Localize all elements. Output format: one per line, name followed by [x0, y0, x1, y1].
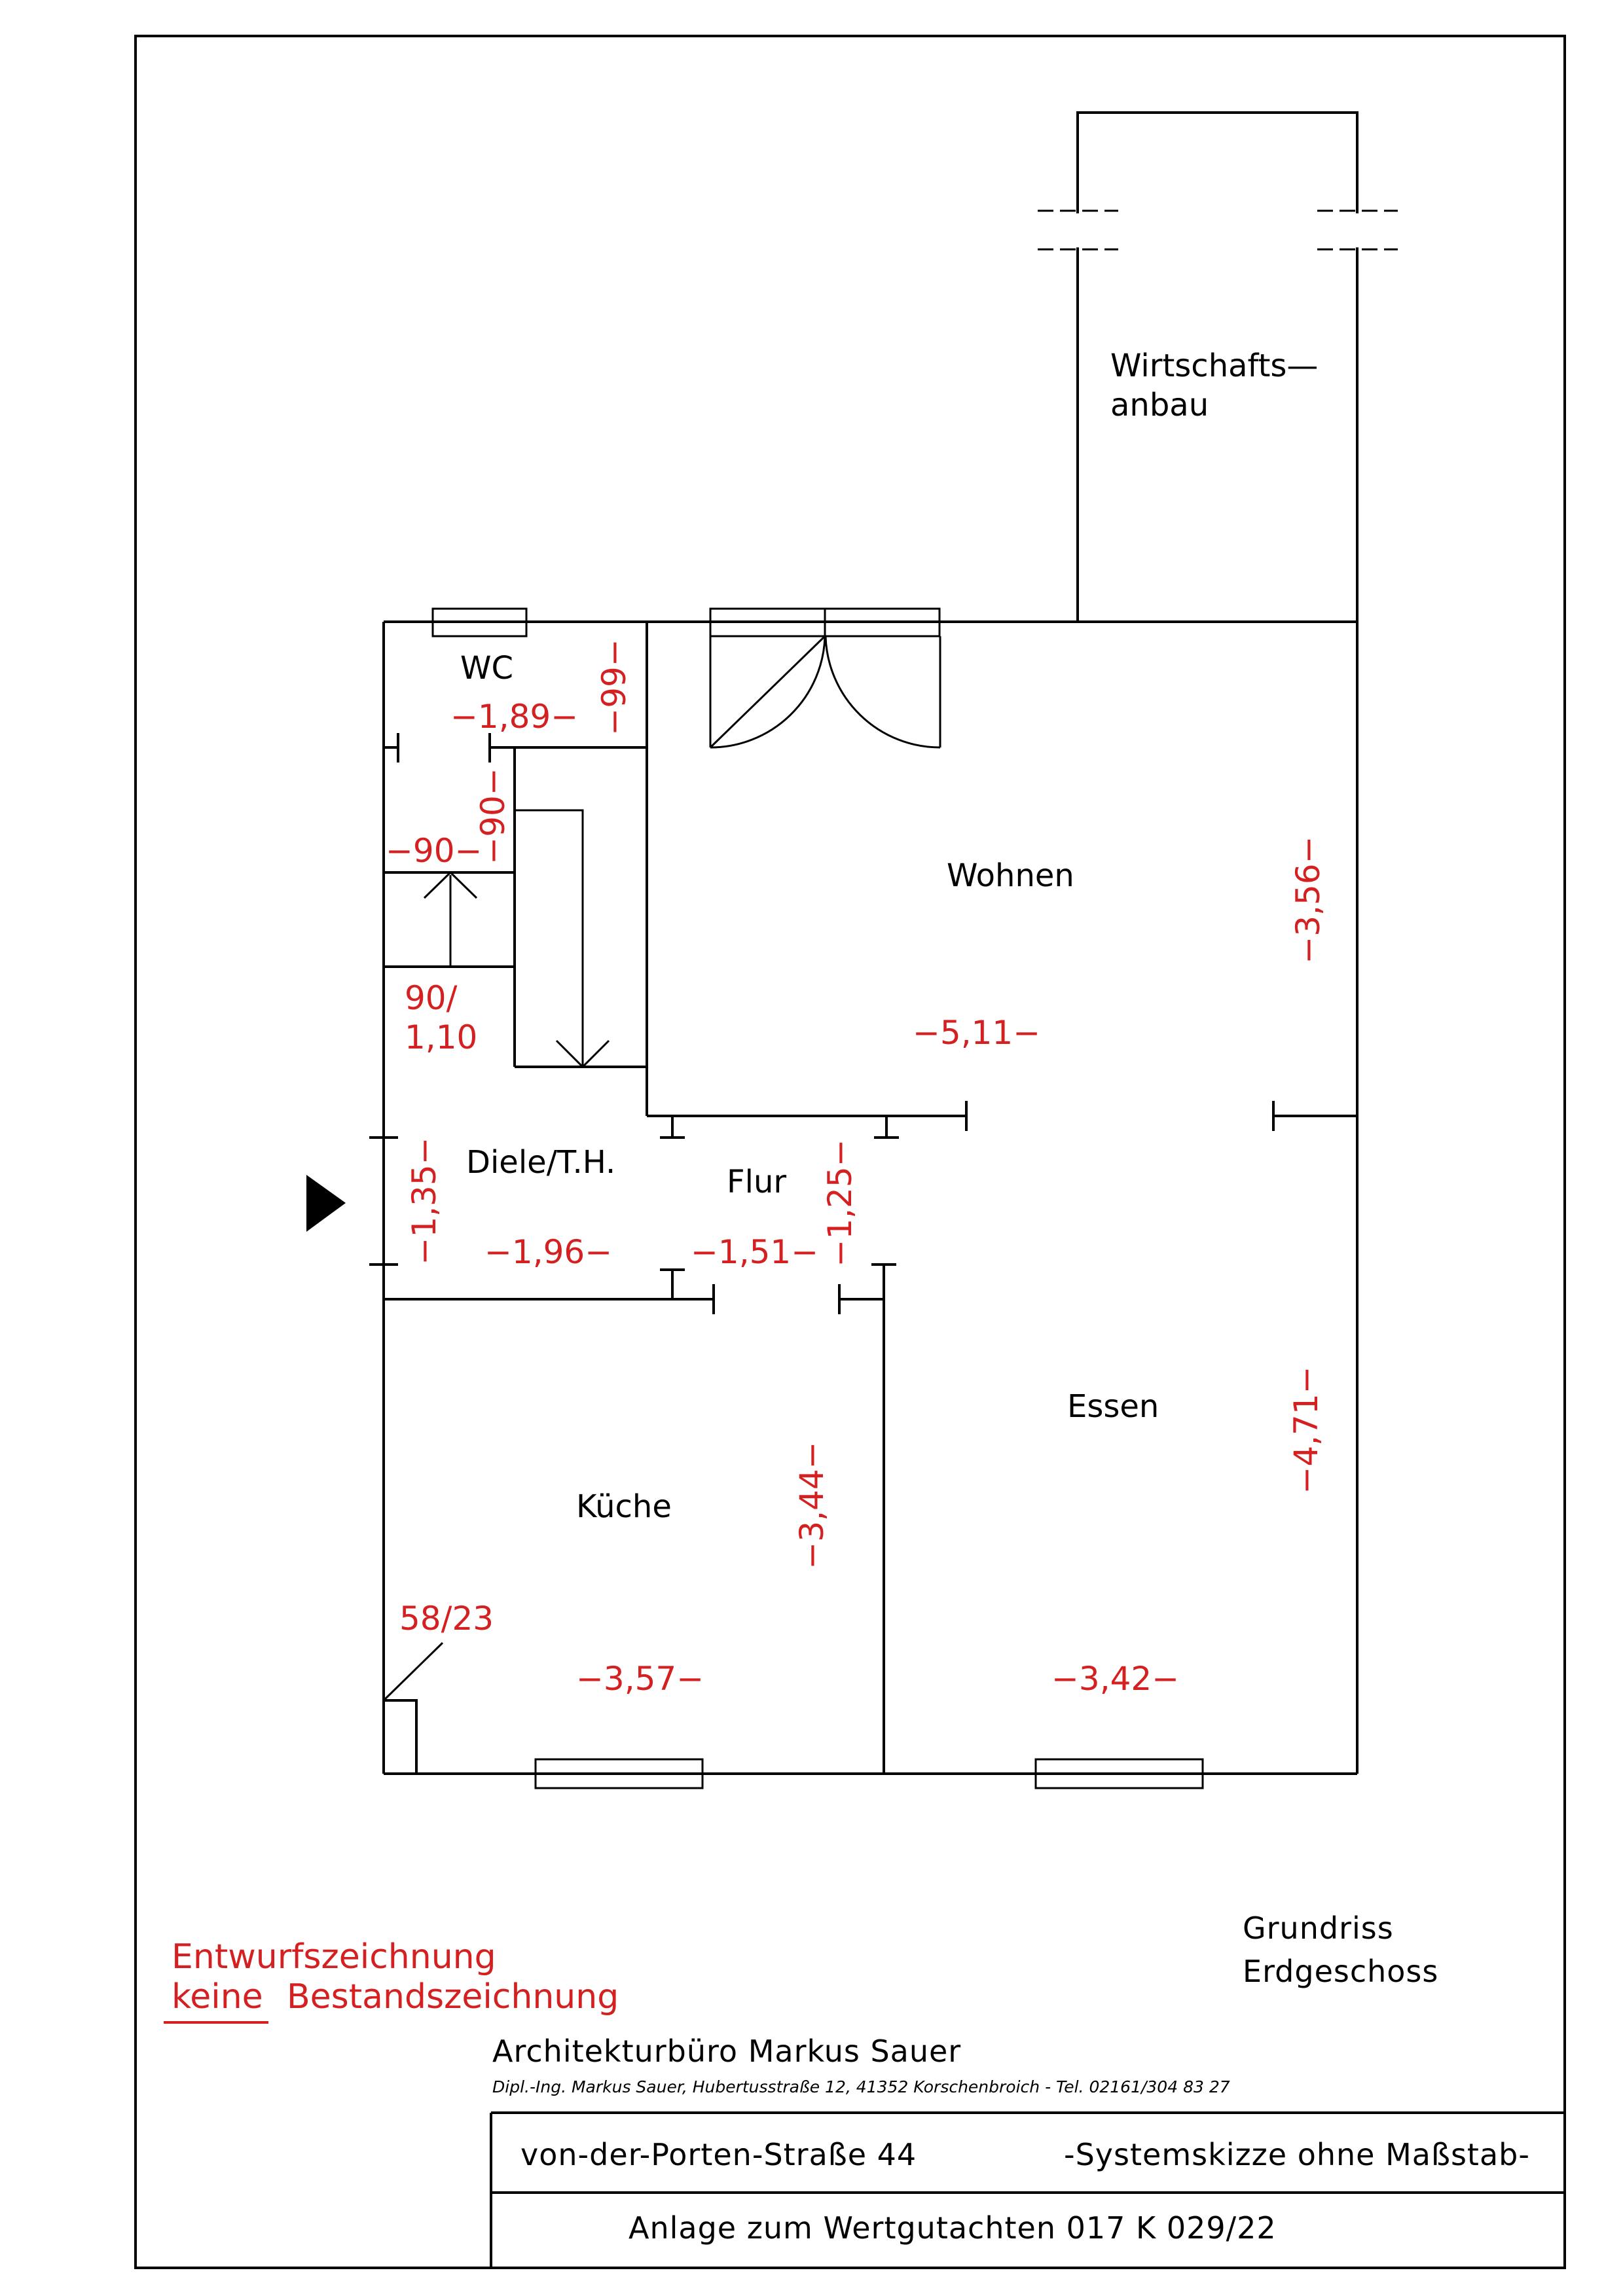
dim-chimney: 58/23	[399, 1600, 494, 1638]
dim-kueche-depth: −3,44−	[793, 1441, 831, 1569]
dim-stair-90-v: −90−	[474, 768, 512, 864]
room-label-wirtschaft-1: Wirtschafts—	[1110, 348, 1318, 384]
dim-diele-width: −1,96−	[484, 1233, 612, 1271]
dim-wohnen-width: −5,11−	[913, 1014, 1040, 1052]
room-label-wc: WC	[460, 650, 513, 687]
note-keine: keine	[172, 1977, 263, 2017]
dim-stair-90-110-b: 1,10	[405, 1018, 477, 1056]
office-name: Architekturbüro Markus Sauer	[492, 2034, 961, 2069]
note-draft: Entwurfszeichnung	[172, 1937, 496, 1977]
scale-note: -Systemskizze ohne Maßstab-	[1064, 2137, 1530, 2172]
room-label-wohnen: Wohnen	[947, 857, 1074, 894]
terrace-door	[709, 607, 941, 749]
dim-wohnen-depth: −3,56−	[1289, 836, 1327, 963]
dim-essen-width: −3,42−	[1051, 1660, 1179, 1698]
windows	[431, 607, 1204, 1789]
room-label-diele: Diele/T.H.	[466, 1144, 615, 1181]
room-label-wirtschaft-2: anbau	[1110, 387, 1209, 423]
dim-flur-width: −1,51−	[691, 1233, 818, 1271]
street-address: von-der-Porten-Straße 44	[520, 2137, 917, 2172]
room-label-essen: Essen	[1067, 1388, 1159, 1425]
interior-walls	[369, 622, 1357, 1774]
note-bestand: Bestandszeichnung	[287, 1977, 619, 2017]
title-block-frame	[490, 2111, 1565, 2268]
dim-essen-depth: −4,71−	[1287, 1366, 1325, 1494]
dim-kueche-width: −3,57−	[576, 1660, 704, 1698]
plan-title-1: Grundriss	[1243, 1910, 1394, 1946]
dim-flur-depth: −1,25−	[821, 1139, 859, 1266]
annex-walls	[1038, 111, 1398, 622]
stair-arrows	[423, 809, 610, 1069]
dim-stair-90-h: −90−	[386, 832, 482, 870]
annex-reference: Anlage zum Wertgutachten 017 K 029/22	[629, 2210, 1277, 2246]
room-label-flur: Flur	[727, 1164, 786, 1200]
entrance-arrow-icon	[306, 1175, 346, 1232]
office-address: Dipl.-Ing. Markus Sauer, Hubertusstraße …	[492, 2077, 1230, 2096]
dim-diele-depth: −1,35−	[405, 1137, 443, 1265]
exterior-walls	[382, 620, 1359, 1775]
drawing-frame	[134, 35, 1566, 2269]
plan-title-2: Erdgeschoss	[1243, 1954, 1438, 1989]
dim-stair-90-110-a: 90/	[405, 979, 458, 1017]
dim-wc-width: −1,89−	[450, 698, 578, 736]
room-label-kueche: Küche	[576, 1488, 672, 1525]
dim-wc-depth: −99−	[595, 639, 633, 735]
